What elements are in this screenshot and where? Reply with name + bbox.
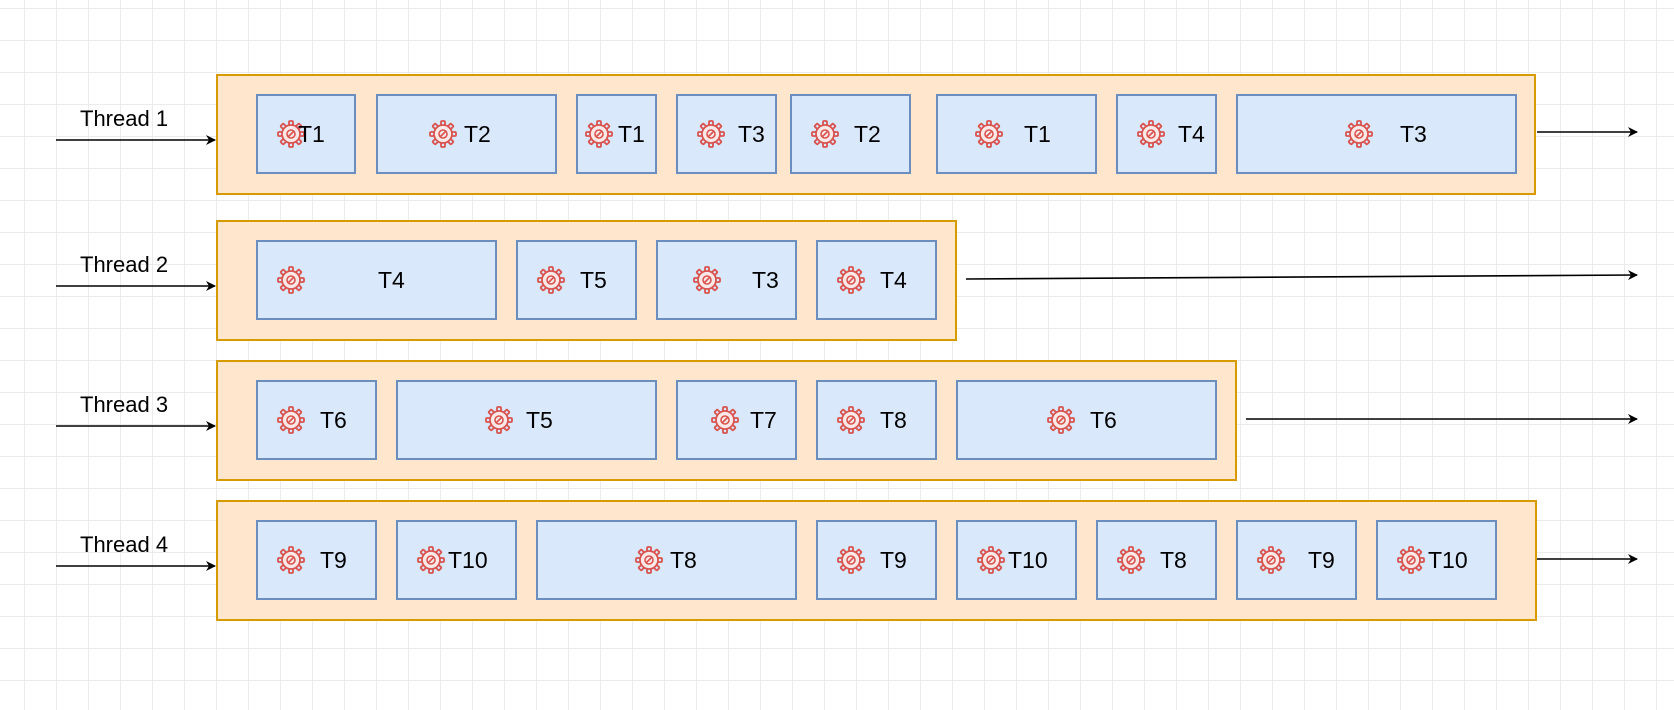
thread-2-output-arrow (965, 270, 1638, 281)
gear-icon (536, 265, 566, 295)
gear-icon (276, 545, 306, 575)
task-box[interactable]: T9 (1236, 520, 1357, 600)
task-label: T1 (618, 121, 645, 147)
gear-icon (1396, 545, 1426, 575)
task-box[interactable]: T5 (396, 380, 657, 460)
task-label: T8 (1160, 547, 1187, 573)
task-label: T2 (464, 121, 491, 147)
gear-icon (692, 265, 722, 295)
gear-icon (484, 405, 514, 435)
gear-icon (810, 119, 840, 149)
gear-icon (710, 405, 740, 435)
task-label: T8 (670, 547, 697, 573)
task-label: T10 (1428, 547, 1468, 573)
task-box[interactable]: T10 (956, 520, 1077, 600)
task-label: T3 (738, 121, 765, 147)
task-label: T6 (1090, 407, 1117, 433)
gear-icon (584, 119, 614, 149)
task-box[interactable]: T9 (816, 520, 937, 600)
task-label: T1 (1024, 121, 1051, 147)
task-box[interactable]: T1 (256, 94, 356, 174)
task-box[interactable]: T7 (676, 380, 797, 460)
task-label: T2 (854, 121, 881, 147)
task-box[interactable]: T8 (1096, 520, 1217, 600)
gear-icon (1256, 545, 1286, 575)
task-box[interactable]: T6 (256, 380, 377, 460)
task-box[interactable]: T4 (256, 240, 497, 320)
task-label: T9 (1308, 547, 1335, 573)
task-label: T10 (448, 547, 488, 573)
task-box[interactable]: T1 (576, 94, 657, 174)
gear-icon (416, 545, 446, 575)
gear-icon (836, 545, 866, 575)
task-box[interactable]: T8 (816, 380, 937, 460)
gear-icon (976, 545, 1006, 575)
task-box[interactable]: T3 (1236, 94, 1517, 174)
gear-icon (428, 119, 458, 149)
gear-icon (1116, 545, 1146, 575)
gear-icon (276, 265, 306, 295)
task-label: T3 (1400, 121, 1427, 147)
task-box[interactable]: T9 (256, 520, 377, 600)
task-label: T8 (880, 407, 907, 433)
gear-icon (696, 119, 726, 149)
task-box[interactable]: T5 (516, 240, 637, 320)
task-label: T4 (378, 267, 405, 293)
task-box[interactable]: T6 (956, 380, 1217, 460)
task-label: T10 (1008, 547, 1048, 573)
gear-icon (1046, 405, 1076, 435)
task-box[interactable]: T4 (816, 240, 937, 320)
task-box[interactable]: T4 (1116, 94, 1217, 174)
task-box[interactable]: T2 (790, 94, 911, 174)
thread-3-label: Thread 3 (80, 392, 169, 417)
task-label: T9 (880, 547, 907, 573)
gear-icon (1136, 119, 1166, 149)
thread-1-label: Thread 1 (80, 106, 169, 131)
task-label: T9 (320, 547, 347, 573)
task-box[interactable]: T10 (1376, 520, 1497, 600)
gear-icon (836, 265, 866, 295)
gear-icon (1344, 119, 1374, 149)
task-label: T3 (752, 267, 779, 293)
task-box[interactable]: T10 (396, 520, 517, 600)
thread-2-label: Thread 2 (80, 252, 169, 277)
task-box[interactable]: T3 (656, 240, 797, 320)
gear-icon (634, 545, 664, 575)
task-box[interactable]: T1 (936, 94, 1097, 174)
task-box[interactable]: T3 (676, 94, 777, 174)
gear-icon (276, 405, 306, 435)
task-label: T4 (880, 267, 907, 293)
task-label: T7 (750, 407, 777, 433)
task-label: T5 (526, 407, 553, 433)
gear-icon (974, 119, 1004, 149)
task-box[interactable]: T2 (376, 94, 557, 174)
task-label: T6 (320, 407, 347, 433)
gear-icon (276, 119, 306, 149)
task-label: T5 (580, 267, 607, 293)
task-box[interactable]: T8 (536, 520, 797, 600)
task-label: T1 (298, 121, 325, 147)
gear-icon (836, 405, 866, 435)
task-label: T4 (1178, 121, 1205, 147)
thread-4-label: Thread 4 (80, 532, 169, 557)
